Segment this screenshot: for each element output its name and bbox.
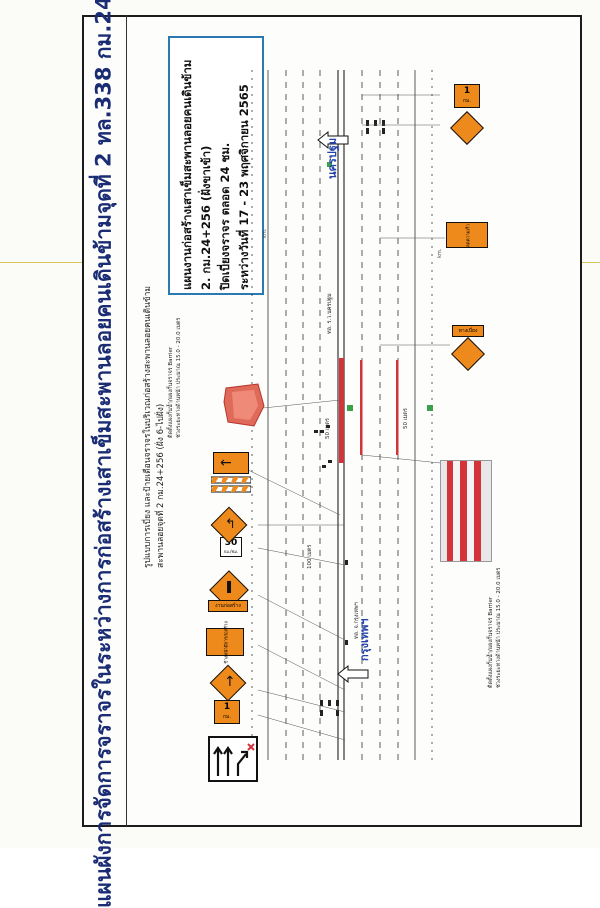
cone-8 bbox=[382, 120, 385, 126]
sign-work-ahead: ข้างหน้ามีการก่อสร้าง bbox=[206, 621, 244, 664]
drawing-frame bbox=[82, 15, 582, 827]
leader-5 bbox=[257, 594, 346, 641]
cone-13 bbox=[336, 700, 339, 706]
cone-2 bbox=[320, 430, 324, 433]
barrier-photo-right bbox=[440, 460, 492, 562]
road-code-upper: ทล. ร.ว.นครปฐม bbox=[327, 293, 333, 334]
cone-9 bbox=[366, 128, 369, 134]
sign-1km-value: 1 bbox=[223, 702, 231, 712]
arrow-up-icon: ↑ bbox=[224, 674, 236, 690]
arrow-left-icon-board: ← bbox=[220, 455, 232, 471]
sign-detour-right: ทางเบี่ยง bbox=[452, 325, 484, 337]
sign-slow-down: ลดความเร็ว bbox=[446, 222, 488, 248]
leader-8 bbox=[257, 714, 346, 741]
sign-1km-unit: กม. bbox=[223, 714, 231, 720]
worker-figure-icon: ❚ bbox=[224, 579, 235, 593]
barrier-red-lane-2 bbox=[396, 360, 399, 455]
info-box: แผนงานก่อสร้างเสาเข็มสะพานลอยคนเดินข้าม … bbox=[168, 36, 264, 295]
distance-50-b: 50 เมตร bbox=[403, 408, 409, 429]
lane-shift-sign-icon bbox=[213, 743, 255, 776]
barrier-red-median bbox=[339, 358, 344, 463]
cone-14 bbox=[320, 710, 323, 716]
lane-shift-sign bbox=[208, 736, 258, 782]
distance-100: 100 เมตร bbox=[307, 544, 313, 569]
cone-12 bbox=[328, 700, 331, 706]
barrier-red-lane bbox=[360, 360, 363, 455]
cone-4 bbox=[328, 460, 332, 463]
cone-11 bbox=[320, 700, 323, 706]
arrow-left-icon bbox=[317, 130, 349, 150]
cone-group bbox=[314, 120, 385, 716]
cone-1 bbox=[326, 425, 330, 428]
sign-1km-right-value: 1 bbox=[463, 86, 471, 96]
cone-17 bbox=[345, 640, 348, 645]
speed-limit-unit: กม./ชม. bbox=[223, 549, 239, 554]
leader-6 bbox=[257, 644, 346, 691]
road-work-text: งานก่อสร้าง bbox=[215, 603, 241, 609]
cone-6 bbox=[366, 120, 369, 126]
cone-3 bbox=[314, 430, 318, 433]
title-strip: แผนผังการจัดการจราจรในระหว่างการก่อสร้าง… bbox=[82, 0, 127, 908]
road-diagram bbox=[243, 70, 461, 760]
sign-1km: 1 กม. bbox=[214, 700, 240, 724]
green-marker-2 bbox=[427, 405, 433, 411]
distance-50-a: 50 เมตร bbox=[325, 418, 331, 439]
detour-right-text: ทางเบี่ยง bbox=[458, 328, 478, 334]
work-ahead-text: ข้างหน้ามีการก่อสร้าง bbox=[224, 621, 230, 664]
barricade-icon bbox=[211, 476, 251, 493]
speed-limit-value: 30 bbox=[224, 538, 238, 548]
direction-upper: นครปฐม bbox=[326, 137, 339, 179]
lane-marker-a: km. bbox=[262, 228, 268, 238]
road-code-lower: ทล. จ.กรุงเทพฯ bbox=[354, 602, 360, 639]
arrow-lower bbox=[337, 664, 369, 684]
cone-7 bbox=[374, 120, 377, 126]
leader-7 bbox=[257, 689, 346, 713]
sign-1km-right-unit: กม. bbox=[463, 98, 471, 104]
green-marker-3 bbox=[327, 162, 332, 167]
leader-2 bbox=[243, 467, 341, 516]
barrier-photo-icon bbox=[223, 383, 265, 427]
arrow-right-icon bbox=[337, 664, 369, 684]
sign-1km-right: 1 กม. bbox=[454, 84, 480, 108]
sign-road-work: งานก่อสร้าง bbox=[208, 600, 248, 612]
cone-5 bbox=[322, 465, 326, 468]
sign-speed-limit: 30 กม./ชม. bbox=[220, 537, 242, 557]
leader-lines bbox=[243, 94, 461, 741]
arrow-upper bbox=[317, 130, 349, 150]
cone-15 bbox=[336, 710, 339, 716]
detour-board: ← bbox=[213, 452, 249, 474]
green-marker-1 bbox=[347, 405, 353, 411]
leader-4 bbox=[257, 547, 346, 566]
lane-marker-b: km. bbox=[437, 248, 443, 258]
curve-glyph-icon: ↰ bbox=[225, 517, 236, 532]
cone-16 bbox=[345, 560, 348, 565]
slow-down-text: ลดความเร็ว bbox=[466, 223, 472, 248]
cone-10 bbox=[382, 128, 385, 134]
